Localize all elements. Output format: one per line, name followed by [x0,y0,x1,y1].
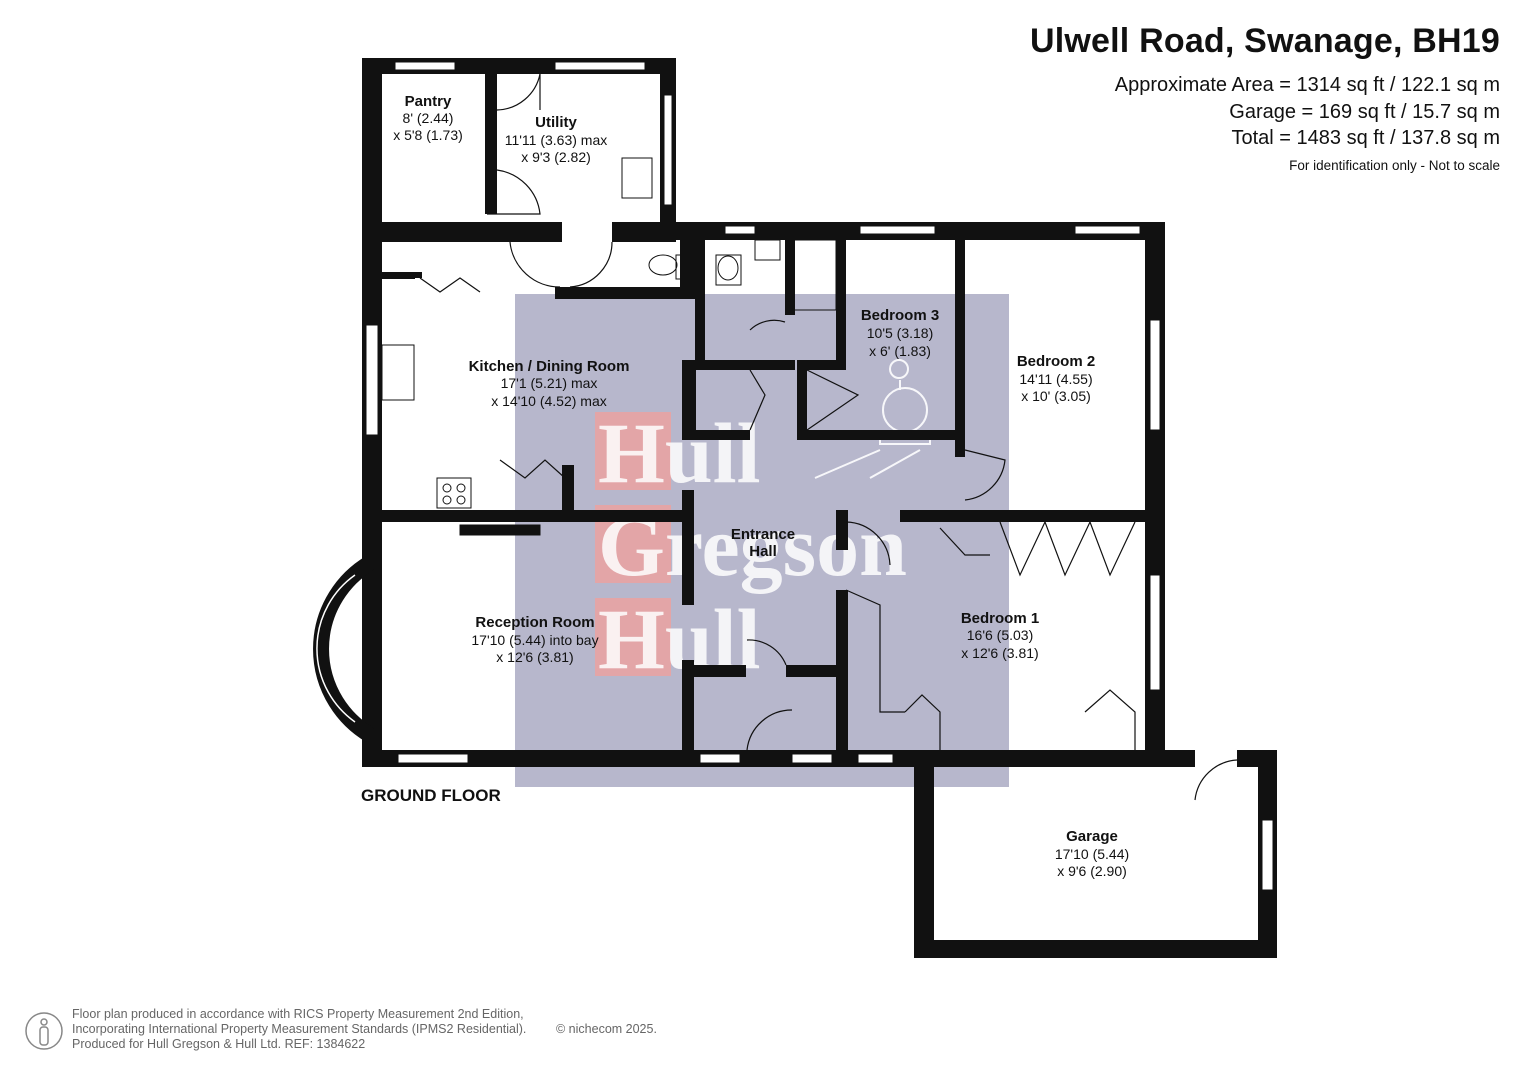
person-icon [25,1012,63,1050]
bedroom2-dim2: x 10' (3.05) [1021,388,1091,404]
reception-dim1: 17'10 (5.44) into bay [471,632,598,648]
bedroom1-dim2: x 12'6 (3.81) [961,645,1038,661]
garage-dim1: 17'10 (5.44) [1055,846,1129,862]
bay-window [313,556,375,742]
footer-line-2: Incorporating International Property Mea… [72,1022,527,1036]
pantry-name: Pantry [405,93,452,110]
pantry-dim2: x 5'8 (1.73) [393,127,463,143]
plan-title: Ulwell Road, Swanage, BH19 [1030,22,1500,60]
bedroom1-name: Bedroom 1 [961,610,1039,627]
pantry-dim1: 8' (2.44) [403,110,454,126]
footer-line-1: Floor plan produced in accordance with R… [72,1007,524,1021]
floor-label: GROUND FLOOR [361,786,501,805]
bedroom2-name: Bedroom 2 [1017,353,1095,370]
utility-name: Utility [535,114,577,131]
garage-dim2: x 9'6 (2.90) [1057,863,1127,879]
utility-dim1: 11'11 (3.63) max [505,132,608,148]
bedroom3-dim2: x 6' (1.83) [869,343,931,359]
total-area: Total = 1483 sq ft / 137.8 sq m [1231,127,1501,149]
kitchen-dim1: 17'1 (5.21) max [501,375,598,391]
footer-line-3: Produced for Hull Gregson & Hull Ltd. RE… [72,1037,366,1051]
kitchen-dim2: x 14'10 (4.52) max [491,393,607,409]
reception-dim2: x 12'6 (3.81) [496,649,573,665]
watermark-text-1: Hull [598,405,761,501]
identification-note: For identification only - Not to scale [1289,158,1500,173]
garage-name: Garage [1066,828,1118,845]
reception-name: Reception Room [475,614,594,631]
garage-area: Garage = 169 sq ft / 15.7 sq m [1229,101,1500,123]
bedroom3-name: Bedroom 3 [861,307,939,324]
approximate-area: Approximate Area = 1314 sq ft / 122.1 sq… [1114,74,1500,96]
door-swings [419,73,1238,801]
hall-name-1: Entrance [731,526,795,543]
bedroom3-dim1: 10'5 (3.18) [867,325,934,341]
copyright: © nichecom 2025. [556,1022,657,1036]
windows [365,61,1274,891]
bedroom2-dim1: 14'11 (4.55) [1019,371,1092,387]
bedroom1-dim1: 16'6 (5.03) [967,627,1034,643]
kitchen-name: Kitchen / Dining Room [469,358,630,375]
fixtures [381,157,837,509]
utility-dim2: x 9'3 (2.82) [521,149,591,165]
hall-name-2: Hall [749,543,777,560]
